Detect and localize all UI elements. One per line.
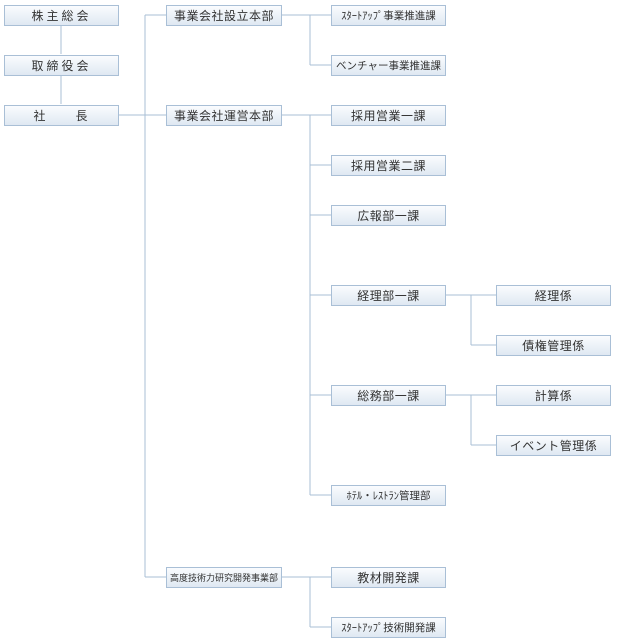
node-recruiting-sales-2: 採用営業二課 bbox=[331, 155, 446, 176]
node-label: 取締役会 bbox=[31, 59, 92, 73]
node-accounting-section: 経理係 bbox=[496, 285, 611, 306]
node-hq-operations: 事業会社運営本部 bbox=[166, 105, 282, 126]
node-label: 総務部一課 bbox=[357, 389, 420, 403]
node-startup-tech-dev: ｽﾀｰﾄｱｯﾌﾟ技術開発課 bbox=[331, 617, 446, 638]
node-label: ｽﾀｰﾄｱｯﾌﾟ事業推進課 bbox=[341, 10, 436, 22]
node-shareholders-meeting: 株主総会 bbox=[4, 5, 119, 26]
node-label: 事業会社設立本部 bbox=[173, 9, 274, 23]
node-board-of-directors: 取締役会 bbox=[4, 55, 119, 76]
node-startup-business-promotion: ｽﾀｰﾄｱｯﾌﾟ事業推進課 bbox=[331, 5, 446, 26]
node-event-mgmt-section: イベント管理係 bbox=[496, 435, 611, 456]
node-label: ｽﾀｰﾄｱｯﾌﾟ技術開発課 bbox=[341, 622, 436, 634]
node-venture-business-promotion: ベンチャー事業推進課 bbox=[331, 55, 446, 76]
node-president: 社 長 bbox=[4, 105, 119, 126]
node-receivables-mgmt-section: 債権管理係 bbox=[496, 335, 611, 356]
node-accounting-dept-1: 経理部一課 bbox=[331, 285, 446, 306]
node-label: ﾎﾃﾙ・ﾚｽﾄﾗﾝ管理部 bbox=[346, 490, 431, 502]
node-label: 社 長 bbox=[33, 109, 90, 123]
node-teaching-material-dev: 教材開発課 bbox=[331, 567, 446, 588]
node-label: 株主総会 bbox=[31, 9, 92, 23]
node-hotel-restaurant-mgmt: ﾎﾃﾙ・ﾚｽﾄﾗﾝ管理部 bbox=[331, 485, 446, 506]
node-recruiting-sales-1: 採用営業一課 bbox=[331, 105, 446, 126]
node-calculation-section: 計算係 bbox=[496, 385, 611, 406]
node-label: 採用営業二課 bbox=[350, 159, 426, 173]
node-label: 計算係 bbox=[534, 389, 573, 403]
node-hq-establishment: 事業会社設立本部 bbox=[166, 5, 282, 26]
node-label: 事業会社運営本部 bbox=[173, 109, 274, 123]
node-label: 広報部一課 bbox=[357, 209, 420, 223]
node-label: イベント管理係 bbox=[509, 439, 598, 453]
node-label: 高度技術力研究開発事業部 bbox=[169, 574, 278, 584]
node-label: 経理部一課 bbox=[357, 289, 420, 303]
node-label: 採用営業一課 bbox=[350, 109, 426, 123]
node-label: ベンチャー事業推進課 bbox=[336, 60, 441, 72]
node-general-affairs-dept-1: 総務部一課 bbox=[331, 385, 446, 406]
node-label: 経理係 bbox=[534, 289, 573, 303]
node-hq-advanced-tech: 高度技術力研究開発事業部 bbox=[166, 567, 282, 588]
node-label: 教材開発課 bbox=[357, 571, 420, 585]
node-label: 債権管理係 bbox=[522, 339, 585, 353]
node-pr-dept-1: 広報部一課 bbox=[331, 205, 446, 226]
